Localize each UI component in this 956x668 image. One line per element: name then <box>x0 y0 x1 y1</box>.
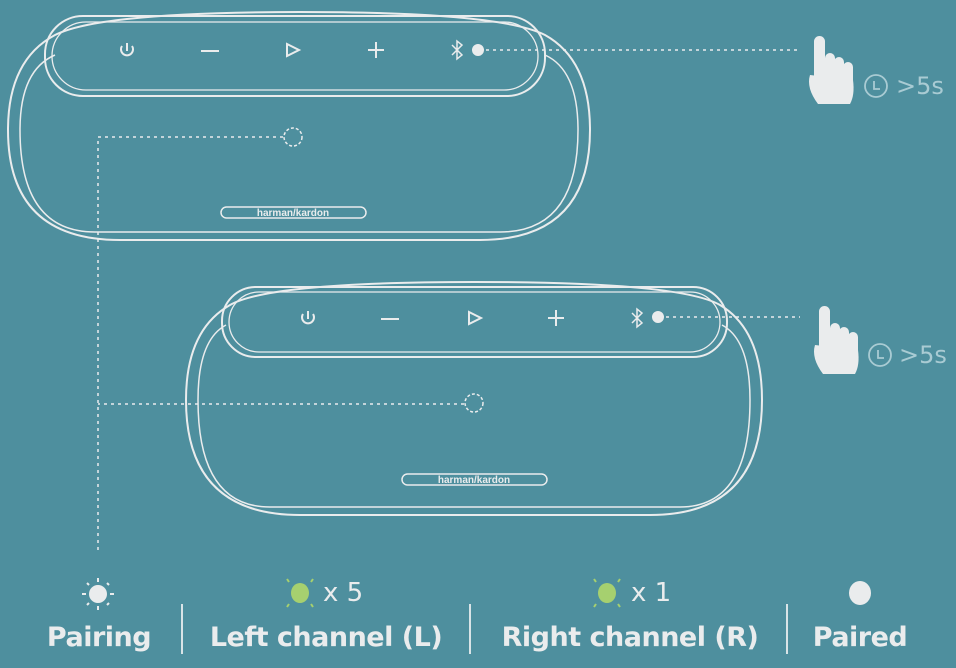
power-icon <box>301 311 315 325</box>
led-green-icon <box>593 578 621 608</box>
connector-line <box>97 136 283 550</box>
clock-icon <box>864 74 888 98</box>
state-paired: Paired <box>812 622 908 653</box>
power-icon <box>120 43 134 57</box>
state-left-channel: Left channel (L) <box>209 622 443 653</box>
clock-icon <box>868 343 892 367</box>
microphone-icon <box>464 393 484 413</box>
microphone-icon <box>283 127 303 147</box>
divider <box>181 604 183 654</box>
bluetooth-icon <box>631 307 644 329</box>
blink-count: x 1 <box>631 578 672 608</box>
led-paired-icon <box>849 581 871 605</box>
led-dot <box>652 311 664 323</box>
led-dot <box>472 44 484 56</box>
hand-press-icon <box>809 36 854 104</box>
hold-duration: >5s <box>899 341 947 369</box>
state-pairing: Pairing <box>46 622 152 653</box>
led-pairing-icon <box>82 578 114 610</box>
play-icon <box>286 42 302 58</box>
svg-text:harman/kardon: harman/kardon <box>438 475 510 486</box>
blink-count: x 5 <box>323 578 364 608</box>
brand-logo <box>401 473 548 486</box>
plus-icon <box>548 310 564 326</box>
top-speaker: harman/kardon <box>6 10 800 241</box>
control-panel <box>221 286 728 358</box>
divider <box>786 604 788 654</box>
brand-logo <box>220 206 367 219</box>
bluetooth-icon <box>451 39 464 61</box>
divider <box>469 604 471 654</box>
state-right-channel: Right channel (R) <box>501 622 759 653</box>
led-green-icon <box>286 578 314 608</box>
plus-icon <box>368 42 384 58</box>
play-icon <box>468 310 484 326</box>
control-panel <box>44 15 546 97</box>
hand-press-icon <box>814 306 859 374</box>
svg-text:harman/kardon: harman/kardon <box>257 208 329 219</box>
bottom-speaker: harman/kardon <box>184 280 800 516</box>
hold-duration: >5s <box>896 72 944 100</box>
